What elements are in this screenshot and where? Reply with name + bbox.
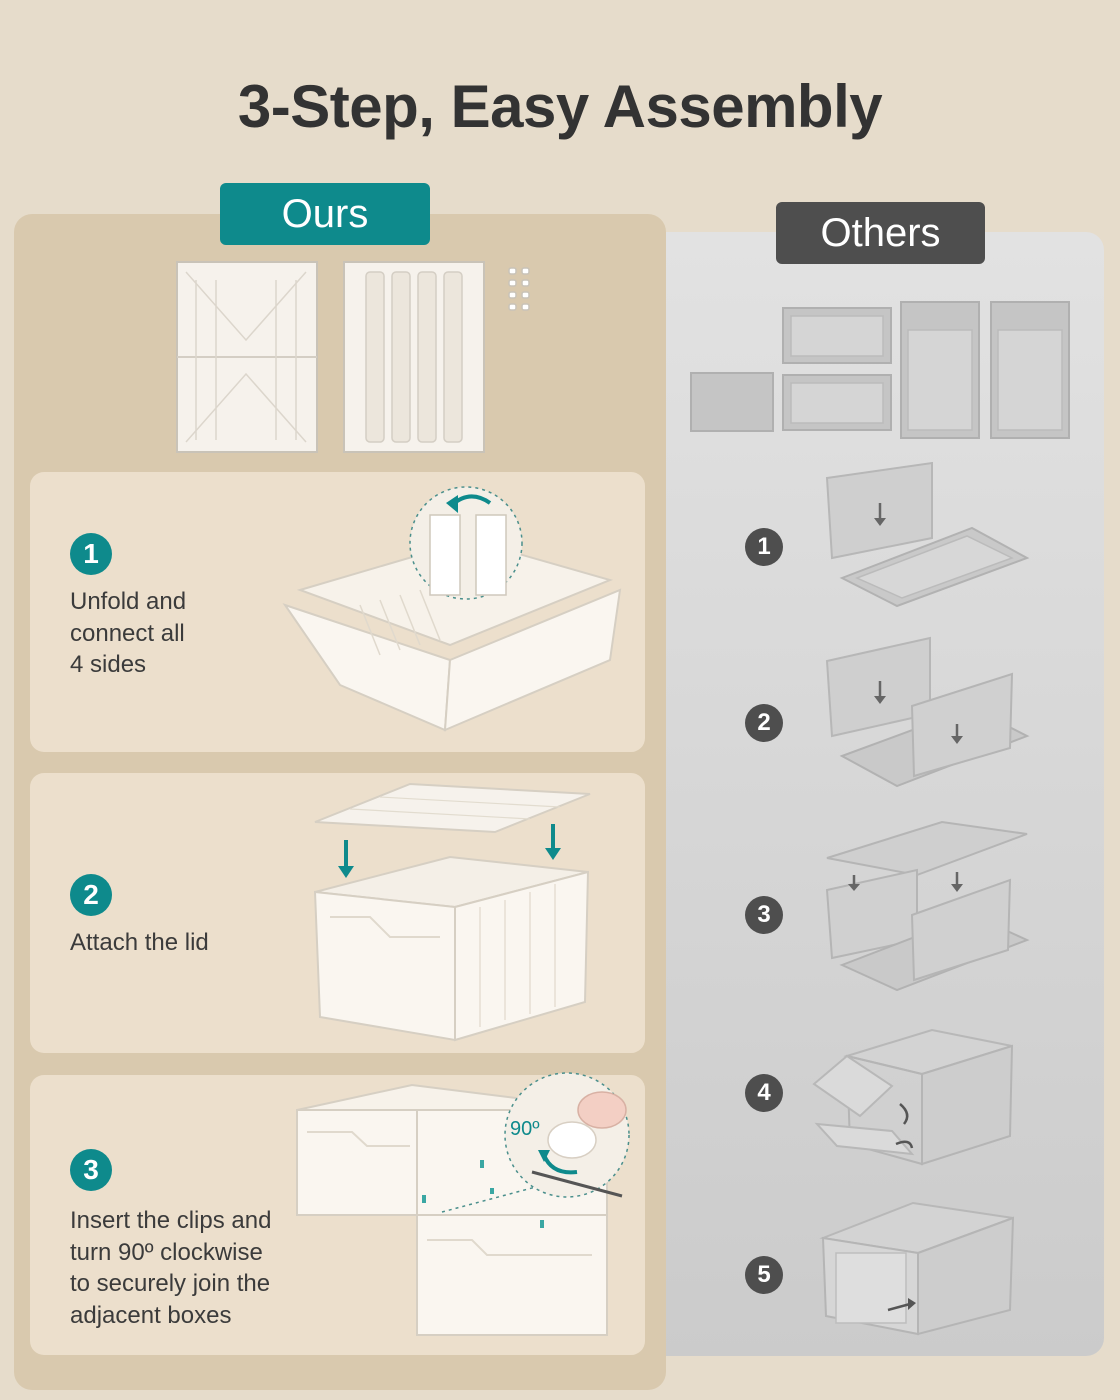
angle-label: 90º [510, 1118, 540, 1140]
others-step-1-illustration-icon [825, 461, 1030, 608]
lid-illustration-icon [313, 782, 591, 1042]
clip-illustration-icon: 90º [296, 1072, 630, 1336]
others-step-5-illustration-icon [819, 1201, 1015, 1336]
ours-label: Ours [220, 183, 430, 245]
others-step-5-number: 5 [745, 1256, 783, 1294]
others-step-1-number: 1 [745, 528, 783, 566]
page-title: 3-Step, Easy Assembly [237, 73, 883, 140]
others-step-4-number: 4 [745, 1074, 783, 1112]
ours-step-3-number: 3 [70, 1149, 112, 1191]
ours-step-3-text: Insert the clips and turn 90º clockwise … [70, 1207, 272, 1329]
ours-step-2-text: Attach the lid [70, 929, 209, 956]
ours-step-2-number: 2 [70, 874, 112, 916]
others-step-4-illustration-icon [812, 1028, 1014, 1166]
flat-box-parts-icon [176, 261, 530, 453]
others-step-2-illustration-icon [825, 636, 1030, 788]
gray-parts-illustration-icon [690, 301, 1070, 439]
others-step-3-illustration-icon [825, 820, 1030, 992]
unfolded-box-illustration-icon [282, 486, 622, 732]
ours-step-1-text: Unfold and connect all 4 sides [70, 588, 187, 678]
others-label: Others [776, 202, 985, 264]
ours-step-1-card [30, 472, 645, 752]
others-step-2-number: 2 [745, 704, 783, 742]
ours-step-1-number: 1 [70, 533, 112, 575]
others-step-3-number: 3 [745, 896, 783, 934]
